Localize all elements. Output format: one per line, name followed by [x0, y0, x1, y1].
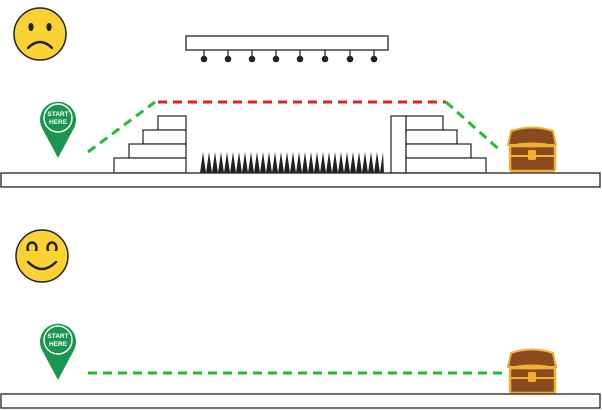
ceiling-lights-icon [186, 36, 388, 62]
treasure-chest-icon [508, 128, 556, 172]
happy-face-icon [16, 230, 68, 282]
start-pin: START HERE [40, 324, 76, 380]
ground-platform [1, 394, 600, 408]
pin-label-here: HERE [49, 119, 68, 126]
pin-label-here: HERE [49, 341, 68, 348]
hard-path-panel: START HERE [1, 8, 600, 187]
ground-platform [1, 173, 600, 187]
pin-label-start: START [47, 333, 68, 340]
sad-face-icon [14, 8, 66, 60]
treasure-chest-icon [508, 350, 556, 394]
easy-path-panel: START HERE [1, 230, 600, 408]
spike-trap-icon [200, 152, 384, 173]
pin-label-start: START [47, 111, 68, 118]
start-pin: START HERE [40, 102, 76, 158]
